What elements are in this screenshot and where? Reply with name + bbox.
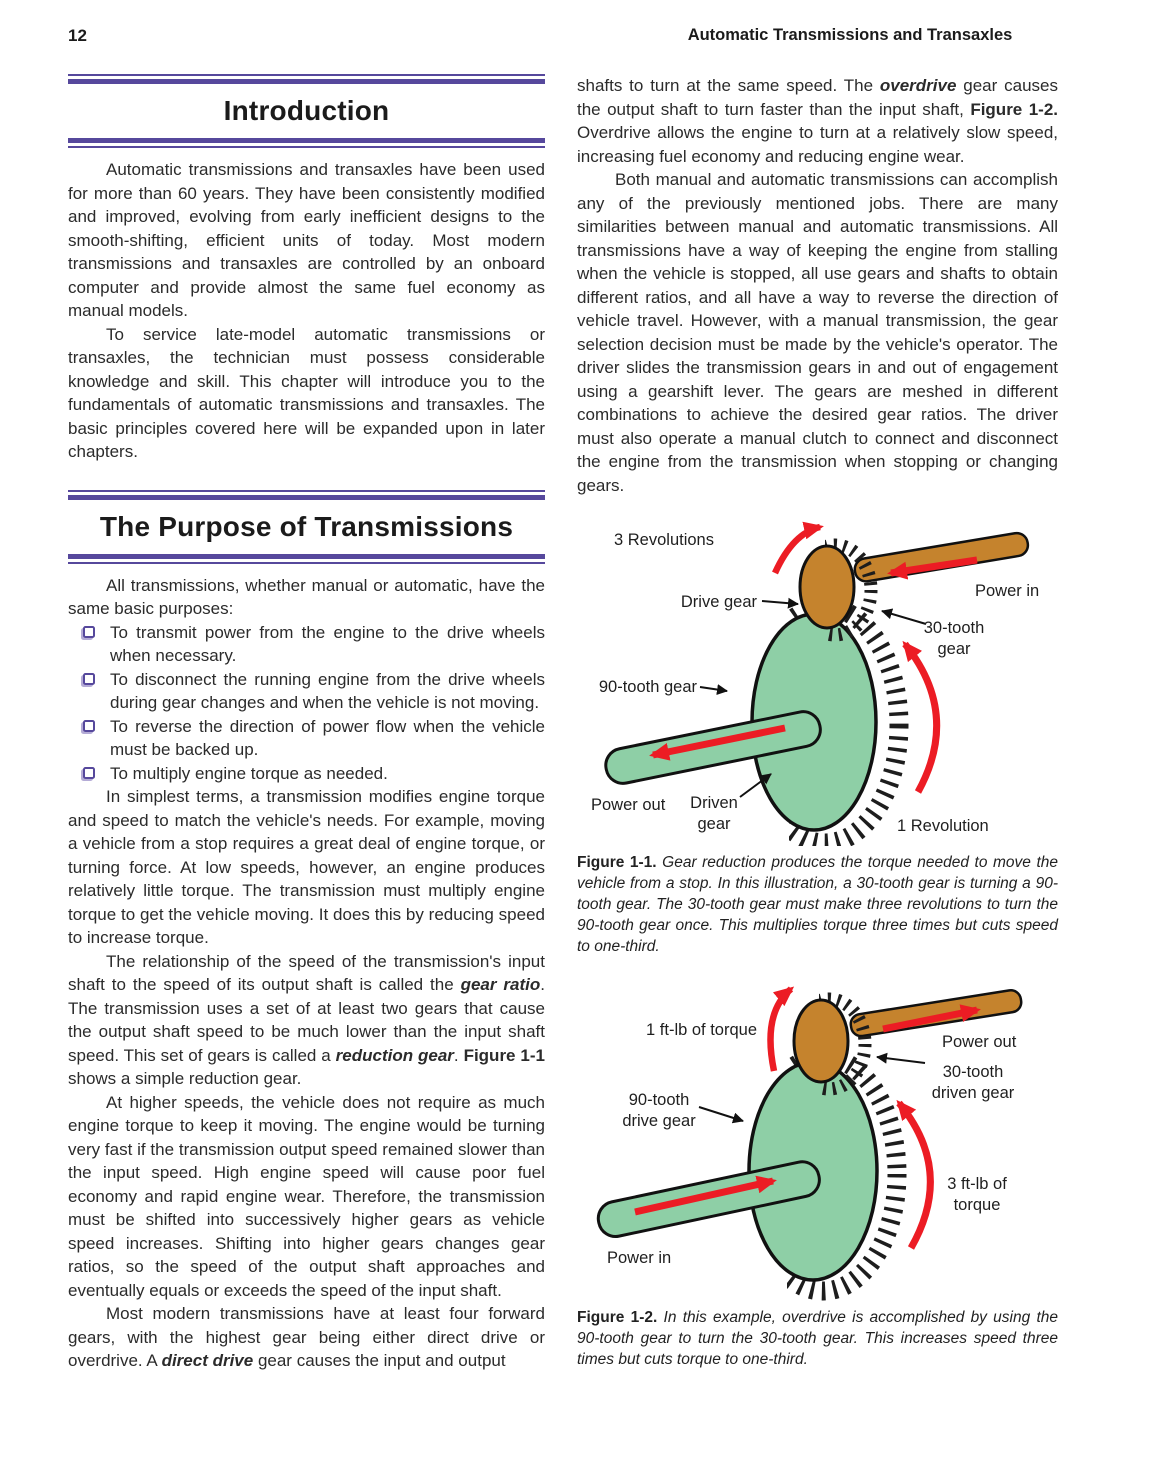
gear-reduction-illustration: 3 Revolutions Power in Drive gear 30-too… [591,521,1039,846]
section-title: Introduction [223,95,390,126]
bullet-text: To reverse the direction of power flow w… [110,716,545,760]
label-pointer-icon [699,684,728,695]
label-pointer-icon [881,608,927,625]
label-90-tooth-gear: 90-tooth gear [599,678,698,696]
checkbox-bullet-icon [83,672,95,685]
label-3-revolutions: 3 Revolutions [614,531,714,549]
gear-face [792,998,850,1084]
heading-rule [68,146,545,148]
input-shaft [853,531,1030,583]
heading-rule [68,74,545,76]
gear-face [798,544,856,630]
label-power-out: Power out [942,1033,1017,1051]
overdrive-illustration: 1 ft-lb of torque Power out 30-tooth dri… [596,986,1023,1301]
heading-rule [68,494,545,500]
list-item: To transmit power from the engine to the… [68,621,545,668]
figure-caption: Figure 1-2. In this example, overdrive i… [577,1309,1058,1368]
figure-caption: Figure 1-1. Gear reduction produces the … [577,854,1058,955]
power-flow-arrow-icon [887,556,978,580]
running-head: Automatic Transmissions and Transaxles [687,26,1013,44]
rotation-arrow-icon [767,986,795,1072]
page-header: 12 Automatic Transmissions and Transaxle… [0,26,1156,48]
two-column-layout: Introduction Automatic transmissions and… [68,74,1128,1373]
output-shaft [849,989,1023,1038]
purpose-bullet-list: To transmit power from the engine to the… [68,621,545,786]
paragraph: The relationship of the speed of the tra… [68,951,545,1089]
label-pointer-icon [761,597,799,609]
heading-rule [68,79,545,84]
gear-teeth [825,538,878,642]
label-pointer-icon [739,773,772,798]
power-flow-arrow-icon [634,1175,777,1216]
label-power-out: Power out [591,796,666,814]
gear-teeth [787,1047,907,1301]
paragraph: To service late-model automatic transmis… [68,324,545,462]
label-30-tooth-gear: gear [937,640,971,658]
paragraph: At higher speeds, the vehicle does not r… [68,1092,545,1300]
heading-rule [68,489,545,492]
paragraph: Both manual and automatic transmissions … [577,170,1058,495]
gear-teeth [819,992,872,1096]
paragraph: In simplest terms, a transmission modifi… [68,787,545,947]
paragraph: Most modern transmissions have at least … [68,1304,545,1370]
label-pointer-icon [698,1106,744,1124]
figure-1-2-overdrive-diagram: 1 ft-lb of torque Power out 30-tooth dri… [577,971,1128,1370]
list-item: To multiply engine torque as needed. [68,762,545,786]
label-power-in: Power in [975,582,1039,600]
heading-rule [68,553,545,559]
power-flow-arrow-icon [882,1004,981,1033]
paragraph: All transmissions, whether manual or aut… [68,575,545,619]
list-item: To disconnect the running engine from th… [68,668,545,715]
label-power-in: Power in [607,1249,671,1267]
figure-1-1-gear-reduction-diagram: 3 Revolutions Power in Drive gear 30-too… [577,511,1128,957]
label-pointer-icon [876,1052,926,1064]
paragraph: shafts to turn at the same speed. The ov… [577,76,1058,166]
label-30-tooth-gear: 30-tooth [924,619,985,637]
label-1-revolution: 1 Revolution [897,817,989,835]
section-heading-purpose: The Purpose of Transmissions [68,489,545,564]
section-title: The Purpose of Transmissions [99,510,514,542]
label-30-tooth-driven-gear: driven gear [932,1084,1015,1102]
label-30-tooth-driven-gear: 30-tooth [943,1063,1004,1081]
left-column: Introduction Automatic transmissions and… [68,74,545,1373]
rotation-arrow-icon [896,1099,934,1250]
label-90-tooth-drive-gear: 90-tooth [629,1091,690,1109]
list-item: To reverse the direction of power flow w… [68,715,545,762]
page-number: 12 [68,26,87,45]
label-drive-gear: Drive gear [681,593,758,611]
rotation-arrow-icon [902,640,941,794]
bullet-text: To multiply engine torque as needed. [110,763,388,783]
power-flow-arrow-icon [649,724,786,761]
rotation-arrow-icon [772,521,824,575]
label-driven-gear: Driven [690,794,738,812]
section-heading-introduction: Introduction [68,74,545,148]
label-driven-gear: gear [697,815,731,833]
label-90-tooth-drive-gear: drive gear [622,1112,696,1130]
heading-rule [68,561,545,564]
paragraph: Automatic transmissions and transaxles h… [68,160,545,320]
bullet-text: To disconnect the running engine from th… [110,669,545,713]
heading-rule [68,138,545,143]
checkbox-bullet-icon [83,719,95,732]
label-3-ftlb-torque: 3 ft-lb of [947,1175,1007,1193]
right-column: shafts to turn at the same speed. The ov… [577,74,1128,1370]
label-1-ftlb-torque: 1 ft-lb of torque [646,1021,757,1039]
bullet-text: To transmit power from the engine to the… [110,622,545,666]
gear-teeth [789,597,909,846]
checkbox-bullet-icon [83,766,95,779]
label-3-ftlb-torque: torque [954,1196,1001,1214]
checkbox-bullet-icon [83,625,95,638]
